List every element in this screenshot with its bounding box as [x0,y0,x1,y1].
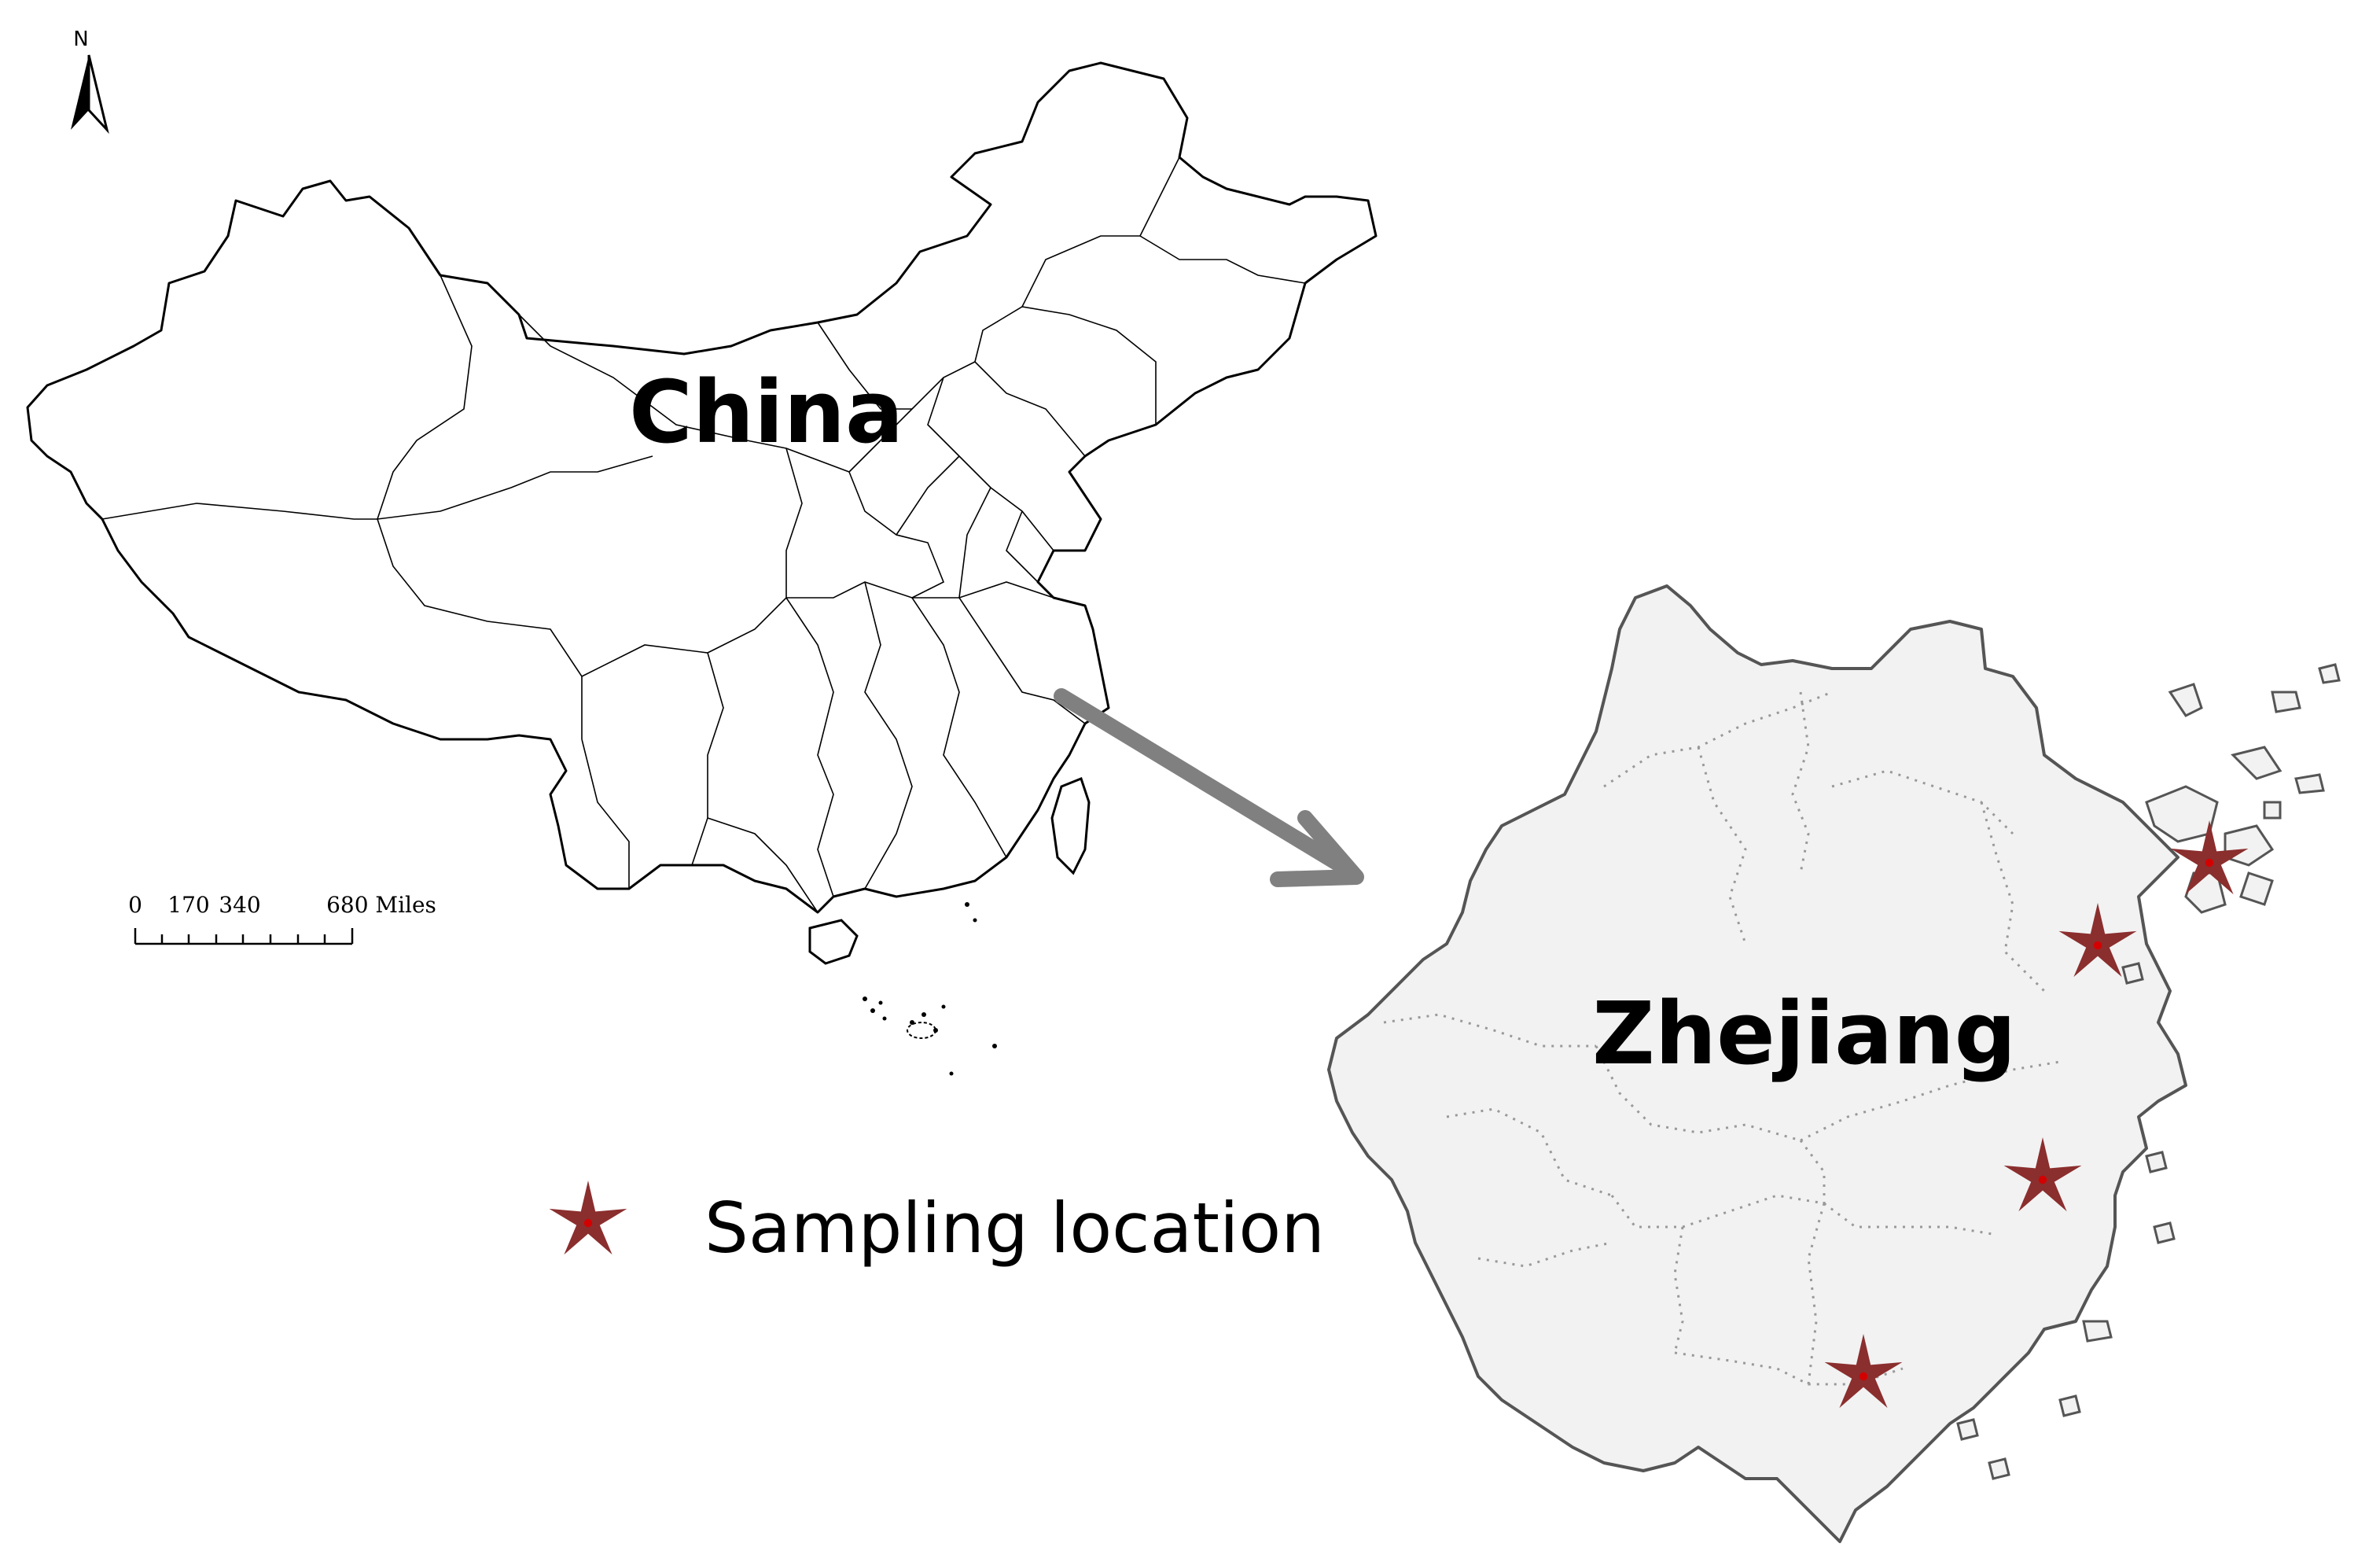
zhejiang-outline [1327,584,2187,1543]
south-china-sea-islands [863,902,997,1076]
scale-tick-label: 340 [219,892,260,918]
north-arrow-icon [71,55,89,130]
scale-bar: 0 170 340 680 Miles [128,892,436,945]
hainan-outline [808,919,859,965]
zoom-arrow [1054,688,1364,887]
china-province-borders [101,157,1306,913]
china-label: China [629,362,904,462]
scale-tick-label: 680 Miles [326,892,436,918]
star-icon [549,1181,627,1255]
china-map [26,61,1378,1076]
sampling-site-star-icon [2003,1137,2082,1212]
china-outline [26,61,1378,914]
zhejiang-map [1327,584,2341,1543]
legend-label: Sampling location [704,1188,1326,1269]
taiwan-outline [1050,777,1091,875]
legend-star-icon [549,1181,627,1255]
scale-tick-label: 170 [167,892,209,918]
sampling-sites [1824,820,2249,1409]
north-arrow: N [71,28,109,134]
zhoushan-islands [1956,663,2341,1480]
zhejiang-prefecture-borders [1383,691,2061,1386]
sampling-site-star-icon [1824,1334,1903,1409]
sampling-site-star-icon [2170,820,2249,895]
zhejiang-label: Zhejiang [1592,983,2017,1084]
scale-tick-label: 0 [128,892,142,918]
north-label: N [73,28,88,51]
sampling-site-star-icon [2058,903,2137,978]
